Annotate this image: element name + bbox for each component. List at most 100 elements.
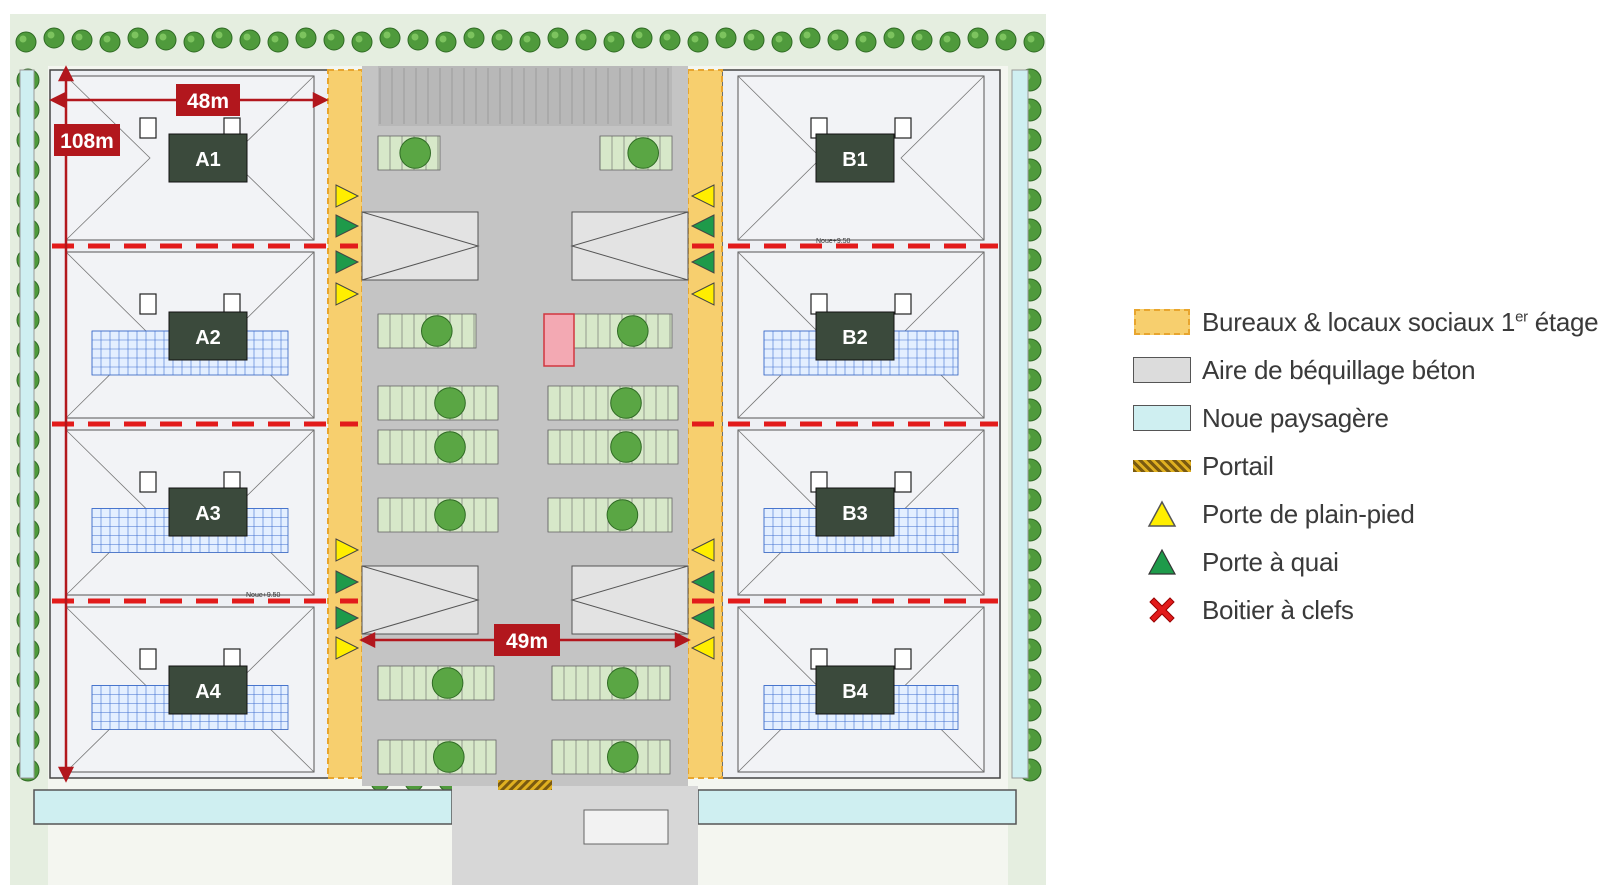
gatehouse <box>583 809 669 845</box>
dock-door-triangle <box>335 606 360 630</box>
tree-highlight <box>943 35 951 43</box>
window-icon <box>139 293 157 315</box>
legend-label-swale: Noue paysagère <box>1202 402 1389 433</box>
building-label: B4 <box>842 681 868 703</box>
building-label-box <box>168 665 248 715</box>
legend-item-concrete: Aire de béquillage béton <box>1130 346 1590 394</box>
tree <box>911 29 933 51</box>
parking-tree <box>421 315 453 347</box>
tree <box>855 31 877 53</box>
tree-highlight <box>467 31 475 39</box>
height-dimension-label: 108m <box>60 130 114 153</box>
tree-highlight <box>775 35 783 43</box>
tree-highlight <box>299 31 307 39</box>
width-dimension-label: 48m <box>187 90 229 113</box>
tree-highlight <box>691 35 699 43</box>
parking-tree <box>434 499 466 531</box>
tree-highlight <box>159 33 167 41</box>
tree <box>603 31 625 53</box>
tree-highlight <box>831 33 839 41</box>
tree-highlight <box>747 33 755 41</box>
building-label: A1 <box>195 149 221 171</box>
key-box-marker <box>543 313 575 367</box>
tree <box>211 27 233 49</box>
legend-item-key-box: Boitier à clefs <box>1130 586 1590 634</box>
building-label-box <box>168 311 248 361</box>
tree <box>715 27 737 49</box>
dock-door-triangle <box>690 250 715 274</box>
tree <box>659 29 681 51</box>
tree <box>407 29 429 51</box>
building-label: B3 <box>842 503 868 525</box>
building-label-box <box>168 487 248 537</box>
tree <box>127 27 149 49</box>
tree-highlight <box>607 35 615 43</box>
tree-highlight <box>719 31 727 39</box>
legend-label-concrete: Aire de béquillage béton <box>1202 354 1476 385</box>
dock-door-triangle <box>335 570 360 594</box>
tree-highlight <box>439 35 447 43</box>
parking-tree <box>607 667 639 699</box>
ground-door-triangle <box>690 282 715 306</box>
tree <box>435 31 457 53</box>
legend-item-office: Bureaux & locaux sociaux 1er étage <box>1130 298 1599 346</box>
roof-ridge <box>65 75 151 241</box>
tree <box>351 31 373 53</box>
parking-tree <box>627 137 660 169</box>
road-dimension-box <box>494 624 560 656</box>
tree-highlight <box>243 33 251 41</box>
legend-label-dock-door: Porte à quai <box>1202 546 1339 577</box>
tree <box>547 27 569 49</box>
tree <box>827 29 849 51</box>
tree <box>995 29 1017 51</box>
gate-portail <box>498 780 552 790</box>
noue-note-b1: Noue+9.50 <box>816 238 851 245</box>
tree-highlight <box>47 31 55 39</box>
tree-highlight <box>271 35 279 43</box>
building-label-box <box>815 133 895 183</box>
loading-bays <box>361 211 689 635</box>
tree-highlight <box>411 33 419 41</box>
building-label: A2 <box>195 327 221 349</box>
legend-item-dock-door: Porte à quai <box>1130 538 1590 586</box>
window-icon <box>894 293 912 315</box>
yellow-triangle-icon <box>1130 498 1194 530</box>
dock-door-triangle <box>335 214 360 238</box>
gate-swatch <box>1130 450 1194 482</box>
window-icon <box>894 117 912 139</box>
tree <box>519 31 541 53</box>
legend-label-ground-door: Porte de plain-pied <box>1202 498 1415 529</box>
tree-highlight <box>915 33 923 41</box>
parking-tree <box>434 431 466 463</box>
tree-highlight <box>215 31 223 39</box>
tree <box>463 27 485 49</box>
tree <box>323 29 345 51</box>
red-cross-icon <box>1130 594 1194 626</box>
tree <box>771 31 793 53</box>
tree-highlight <box>663 33 671 41</box>
window-icon <box>139 648 157 670</box>
building-label-box <box>168 133 248 183</box>
tree <box>239 29 261 51</box>
parking-tree <box>434 387 466 419</box>
parking-tree <box>606 499 639 531</box>
tree-highlight <box>859 35 867 43</box>
parking-tree <box>617 315 649 347</box>
tree-highlight <box>1027 35 1035 43</box>
ground-door-triangle <box>690 538 715 562</box>
building-label: B2 <box>842 327 868 349</box>
legend-label-gate: Portail <box>1202 450 1274 481</box>
tree-highlight <box>635 31 643 39</box>
tree-highlight <box>383 31 391 39</box>
window-icon <box>223 293 241 315</box>
parking-tree <box>610 387 642 419</box>
office-swatch <box>1130 306 1194 338</box>
tree <box>631 27 653 49</box>
legend-item-swale: Noue paysagère <box>1130 394 1590 442</box>
tree <box>155 29 177 51</box>
tree-highlight <box>999 33 1007 41</box>
parking-rows <box>377 68 679 775</box>
legend-label-office: Bureaux & locaux sociaux 1er étage <box>1202 306 1599 337</box>
tree <box>491 29 513 51</box>
